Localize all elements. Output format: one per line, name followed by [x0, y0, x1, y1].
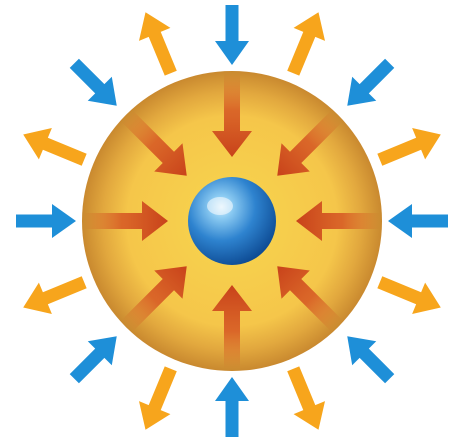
- inward-arrow-icon: [335, 51, 401, 117]
- outward-arrow-icon: [373, 119, 447, 176]
- inward-arrow-icon: [215, 377, 249, 437]
- outward-arrow-icon: [17, 267, 91, 324]
- outward-arrow-icon: [17, 119, 91, 176]
- outward-arrow-icon: [278, 362, 335, 436]
- outward-arrow-icon: [278, 6, 335, 80]
- inward-arrow-icon: [388, 204, 448, 238]
- inward-arrow-icon: [16, 204, 76, 238]
- outward-arrow-icon: [130, 362, 187, 436]
- outward-arrow-icon: [130, 6, 187, 80]
- inward-arrow-icon: [62, 51, 128, 117]
- core-highlight: [207, 197, 233, 215]
- inward-arrow-icon: [335, 324, 401, 390]
- inward-arrow-icon: [215, 5, 249, 65]
- outward-arrow-icon: [373, 267, 447, 324]
- core-sphere-icon: [188, 177, 276, 265]
- inward-arrow-icon: [62, 324, 128, 390]
